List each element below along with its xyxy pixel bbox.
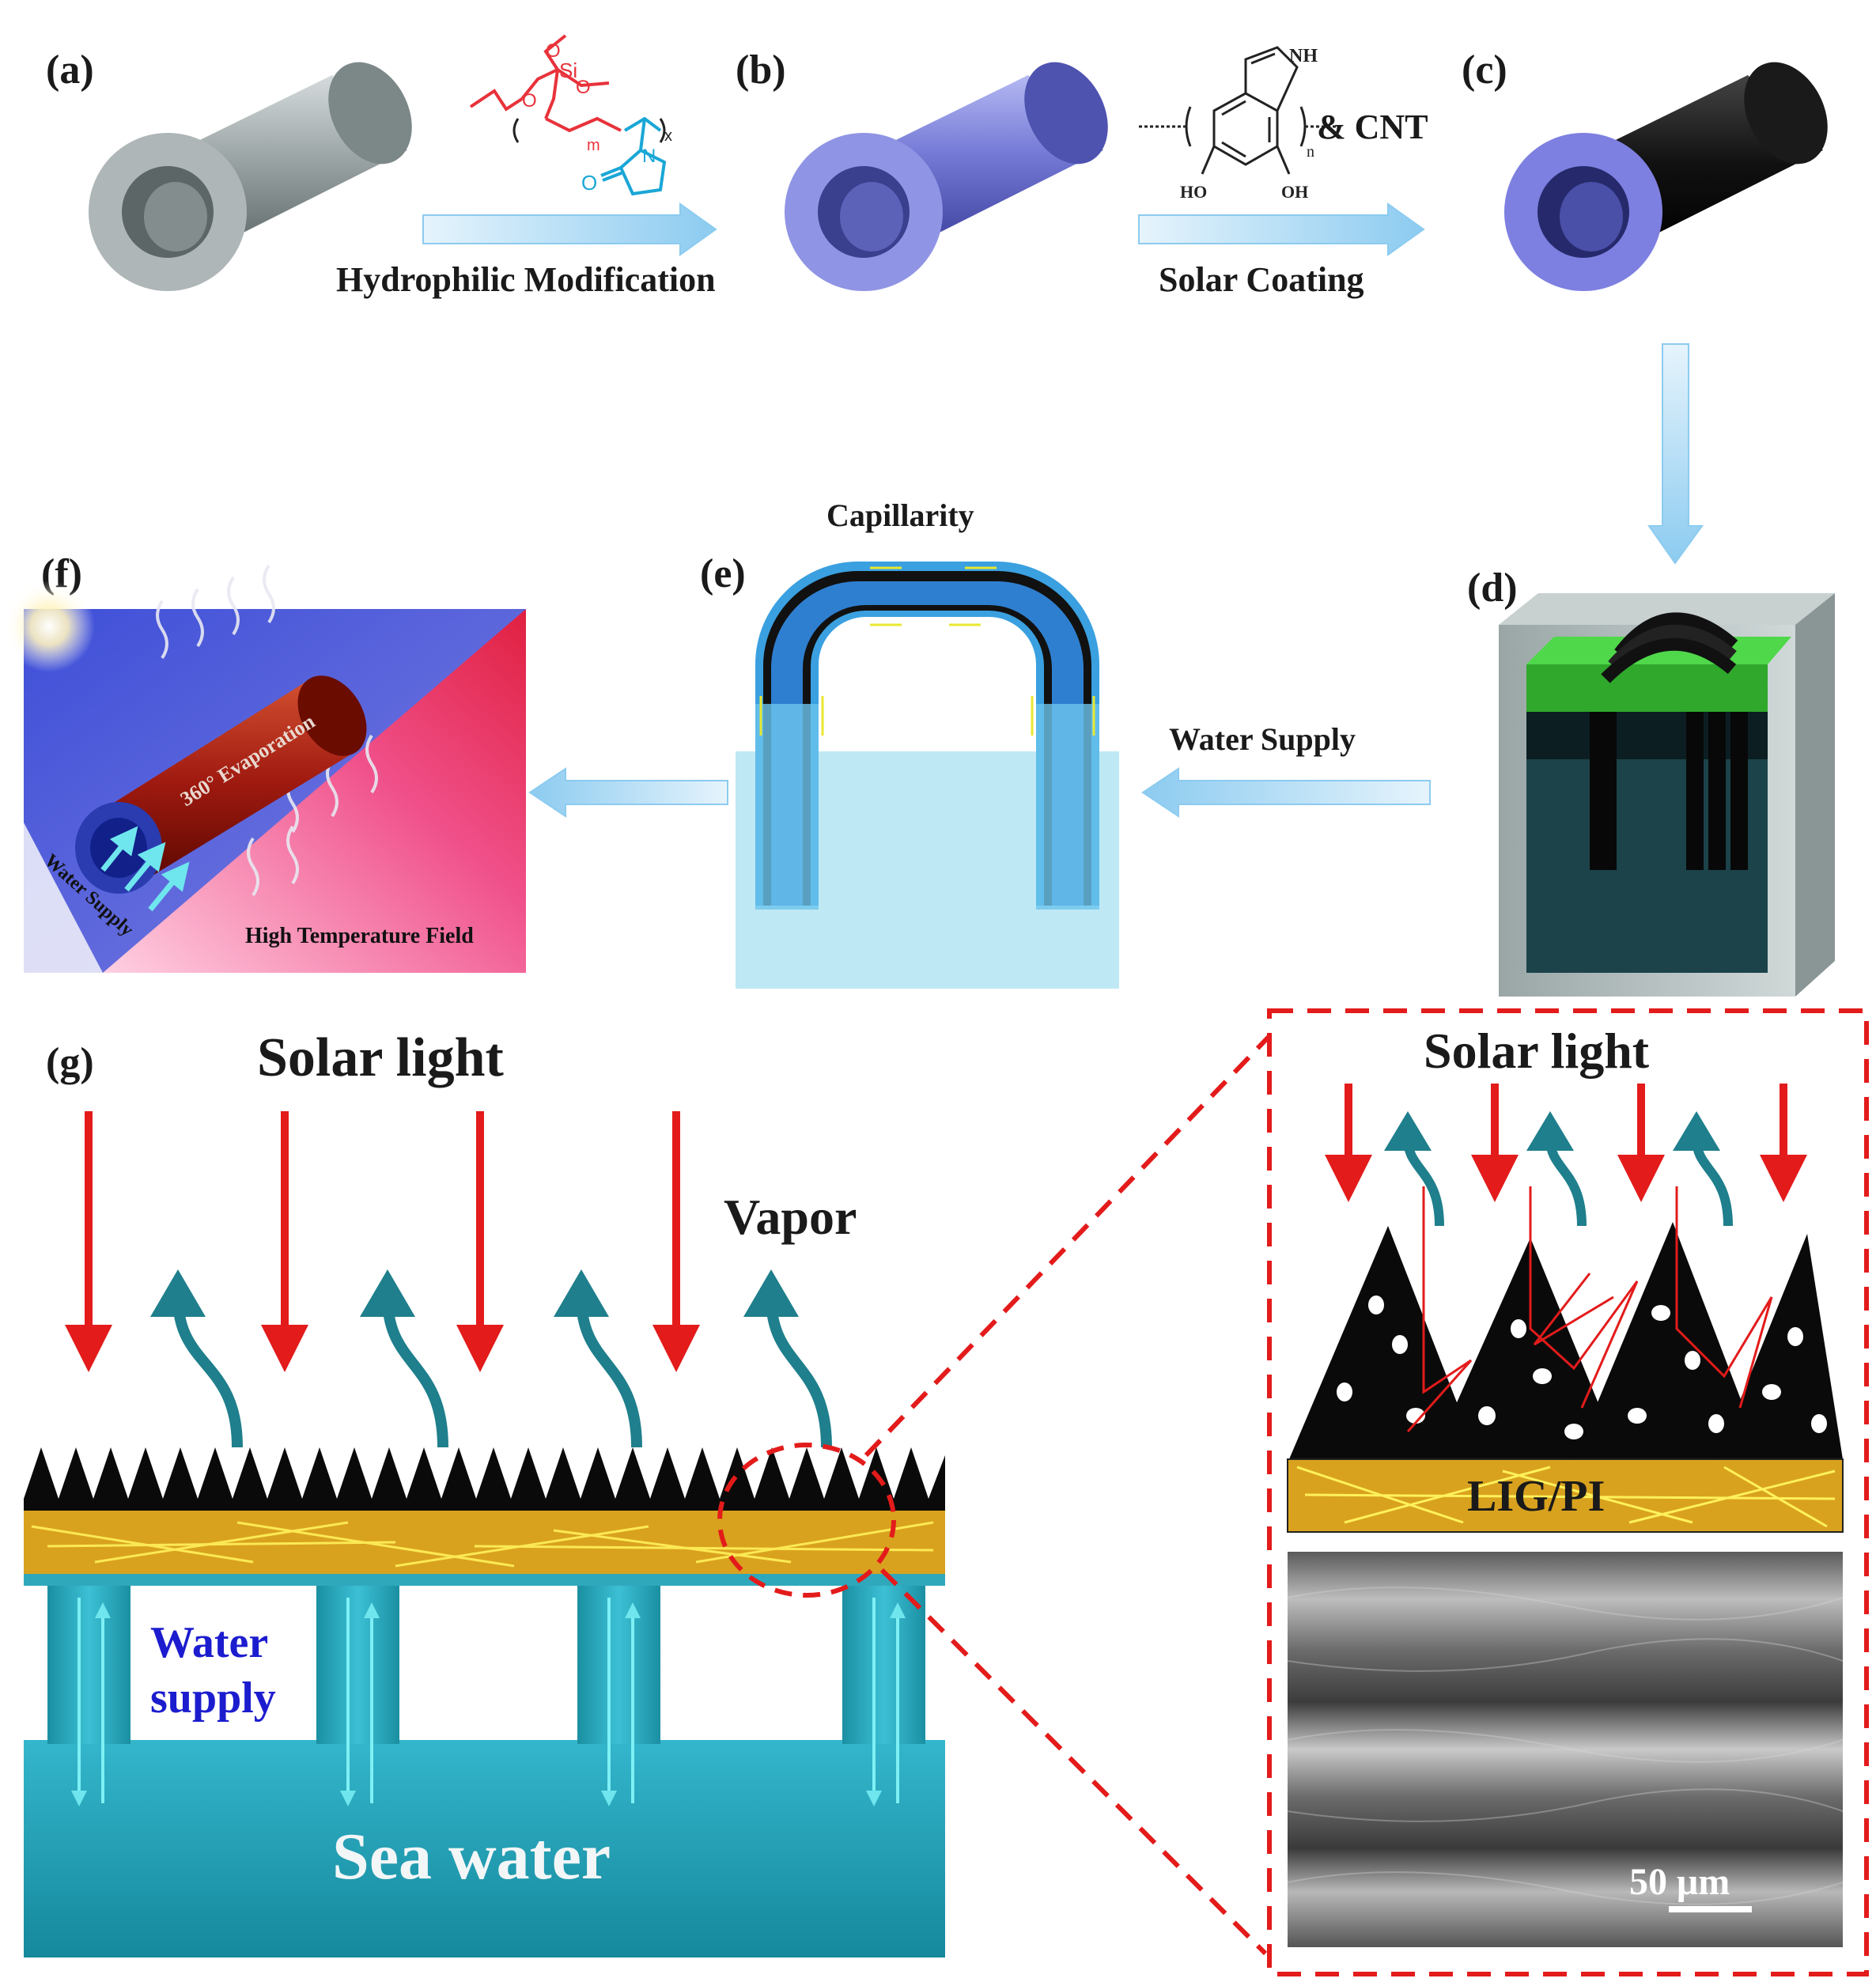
zoom-circle: [717, 1443, 896, 1598]
panel-label-c: (c): [1462, 47, 1507, 93]
chem-si: Si: [559, 59, 577, 82]
zoom-arrows: [1325, 1084, 1807, 1227]
panel-label-e: (e): [700, 551, 746, 596]
zoom-lig-layer: LIG/PI: [1287, 1458, 1844, 1533]
label-water-supply: Water Supply: [1169, 721, 1356, 757]
chem-o3: O: [546, 40, 561, 62]
chem-o1: O: [522, 90, 537, 112]
sun-icon: [3, 581, 95, 672]
g-vapor-label: Vapor: [724, 1189, 857, 1245]
zoom-guide-bottom: [879, 1568, 1268, 1956]
sem-micrograph: 50 μm: [1287, 1552, 1844, 1947]
zoom-spikes: [1289, 1186, 1843, 1459]
vapor-arrow: [766, 1296, 832, 1448]
chem-ho: HO: [1180, 182, 1207, 202]
g-solar-light-label: Solar light: [257, 1027, 504, 1088]
chem-oh: OH: [1281, 182, 1308, 202]
panel-label-d: (d): [1467, 565, 1518, 611]
zoom-guide-top: [864, 1034, 1272, 1458]
g-sea-water-label: Sea water: [332, 1820, 611, 1893]
chem-o2: O: [576, 77, 591, 98]
chem-x: x: [664, 127, 672, 145]
chem-nh: NH: [1289, 46, 1318, 66]
sea-water-bath: Water supply Sea water: [24, 1582, 945, 1957]
tube-hydrophilic: [785, 62, 1108, 291]
tube-pristine: [89, 62, 412, 291]
chem-o-carbonyl: O: [581, 171, 597, 195]
arrow-hydrophilic-modification: [422, 202, 717, 256]
scale-bar: [1669, 1906, 1752, 1912]
label-high-temperature-field: High Temperature Field: [245, 924, 474, 948]
zoom-solar-light-label: Solar light: [1424, 1023, 1650, 1079]
g-supply-label: supply: [150, 1674, 276, 1723]
chem-silane-pvp: Si O O O N O m x: [469, 34, 672, 196]
spike-array: [24, 1447, 945, 1511]
vapor-arrow: [382, 1296, 448, 1448]
solar-arrows: [65, 1111, 700, 1372]
chem-n-sub: n: [1307, 143, 1314, 161]
scale-bar-label: 50 μm: [1629, 1861, 1730, 1903]
label-cnt: & CNT: [1317, 108, 1428, 146]
chem-n: N: [642, 146, 656, 167]
vapor-arrow: [576, 1296, 642, 1448]
arrow-e-to-f: [528, 767, 728, 818]
lig-pi-layer: [24, 1447, 945, 1586]
zoom-frame: [1267, 1008, 1869, 1976]
label-solar-coating: Solar Coating: [1159, 260, 1364, 299]
arrow-d-to-e: [1141, 767, 1431, 818]
vapor-arrows: [150, 1269, 832, 1448]
vapor-arrow: [172, 1296, 243, 1448]
label-capillarity: Capillarity: [826, 497, 974, 533]
label-hydrophilic-modification: Hydrophilic Modification: [336, 260, 716, 299]
g-water-label: Water: [150, 1618, 268, 1667]
arrow-solar-coating: [1138, 202, 1425, 256]
panel-label-a: (a): [46, 47, 94, 93]
panel-label-g: (g): [46, 1040, 94, 1085]
tube-solar-coated: [1504, 62, 1828, 291]
panel-e-capillarity: [736, 562, 1119, 989]
panel-label-b: (b): [736, 47, 786, 93]
panel-f-evaporation: 360° Evaporation Water Supply High Tempe…: [3, 564, 526, 973]
label-lig-pi: LIG/PI: [1467, 1472, 1605, 1521]
arrow-c-to-d: [1647, 343, 1704, 565]
chem-polydopamine: [1139, 46, 1341, 175]
chem-m: m: [587, 137, 600, 154]
panel-d-device: [1499, 593, 1835, 997]
